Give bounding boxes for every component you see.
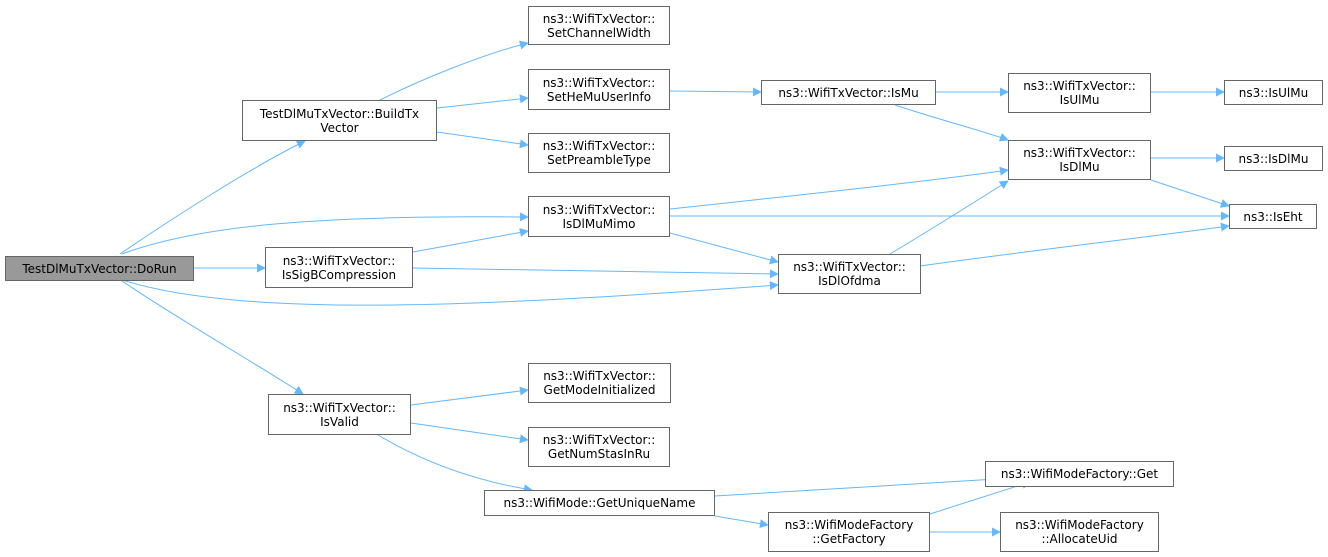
node-label-line: IsSigBCompression	[281, 267, 397, 282]
node-wifitxvector-setchannelwidth[interactable]: ns3::WifiTxVector::SetChannelWidth	[528, 6, 670, 45]
call-edge	[669, 232, 779, 265]
node-wifitxvector-getmodeinitialized[interactable]: ns3::WifiTxVector::GetModeInitialized	[528, 363, 671, 403]
call-edge	[379, 40, 529, 101]
node-wifitxvector-isdlofdma[interactable]: ns3::WifiTxVector::IsDlOfdma	[778, 254, 921, 294]
call-edge	[889, 180, 1009, 255]
node-wifitxvector-ismu[interactable]: ns3::WifiTxVector::IsMu	[761, 80, 936, 105]
node-wifitxvector-sethemuuserinfo[interactable]: ns3::WifiTxVector::SetHeMuUserInfo	[528, 69, 670, 110]
node-label-line: ns3::WifiTxVector::	[542, 433, 656, 447]
node-label-line: ns3::WifiTxVector::	[282, 253, 396, 268]
call-edge	[929, 480, 1031, 515]
node-wifimodefactory-allocateuid[interactable]: ns3::WifiModeFactory::AllocateUid	[1000, 512, 1159, 552]
call-edge	[714, 472, 1031, 497]
node-label-line: TestDlMuTxVector::DoRun	[22, 261, 177, 276]
node-ns3-isulmu[interactable]: ns3::IsUlMu	[1224, 80, 1323, 105]
node-label-line: SetPreambleType	[547, 153, 651, 167]
node-label-line: SetHeMuUserInfo	[546, 89, 652, 104]
node-label-line: TestDlMuTxVector::BuildTx	[259, 106, 420, 121]
node-label-line: ::AllocateUid	[1041, 532, 1118, 546]
node-label-line: ns3::IsDlMu	[1238, 151, 1309, 166]
node-label-line: ns3::WifiTxVector::IsMu	[778, 85, 919, 100]
node-label-line: SetChannelWidth	[547, 25, 651, 40]
node-wifitxvector-issigbcompression[interactable]: ns3::WifiTxVector::IsSigBCompression	[265, 247, 413, 288]
node-label-line: Vector	[320, 120, 359, 135]
node-label-line: ns3::WifiTxVector::	[283, 400, 396, 415]
node-wifitxvector-getnumstasinru[interactable]: ns3::WifiTxVector::GetNumStasInRu	[528, 427, 670, 467]
node-label-line: ns3::IsUlMu	[1238, 85, 1309, 100]
node-label-line: ns3::IsEht	[1243, 209, 1303, 224]
call-edge	[436, 94, 529, 109]
node-wifitxvector-isvalid[interactable]: ns3::WifiTxVector::IsValid	[268, 394, 411, 435]
node-label-line: IsUlMu	[1059, 93, 1100, 107]
node-wifitxvector-setpreambletype[interactable]: ns3::WifiTxVector::SetPreambleType	[528, 133, 670, 173]
call-edge	[412, 267, 779, 279]
call-edge	[412, 228, 529, 253]
node-label-line: ns3::WifiMode::GetUniqueName	[503, 496, 696, 510]
node-label-line: ns3::WifiTxVector::	[542, 202, 656, 217]
node-label-line: ns3::WifiTxVector::	[543, 369, 656, 383]
node-label-line: GetModeInitialized	[543, 383, 656, 397]
node-label-line: IsDlMu	[1059, 160, 1100, 174]
node-label-line: IsDlMuMimo	[562, 216, 636, 231]
node-label-line: ns3::WifiTxVector::	[542, 11, 656, 26]
call-edges	[119, 40, 1230, 537]
node-ns3-isdlmu[interactable]: ns3::IsDlMu	[1224, 146, 1323, 171]
node-label-line: ns3::WifiTxVector::	[1023, 79, 1136, 93]
call-edge	[410, 422, 529, 444]
call-edge	[436, 131, 529, 149]
node-label-line: ns3::WifiModeFactory	[784, 518, 914, 532]
node-label-line: ns3::WifiTxVector::	[542, 75, 656, 90]
node-label-line: ::GetFactory	[812, 532, 886, 546]
call-edge	[121, 280, 304, 395]
node-wifimode-getuniquename[interactable]: ns3::WifiMode::GetUniqueName	[484, 490, 715, 516]
node-wifitxvector-isulmu[interactable]: ns3::WifiTxVector::IsUlMu	[1008, 73, 1151, 113]
node-testdlmutxvector-dorun: TestDlMuTxVector::DoRun	[5, 256, 194, 281]
call-edge	[919, 222, 1230, 267]
node-wifitxvector-isdlmu[interactable]: ns3::WifiTxVector::IsDlMu	[1008, 140, 1151, 180]
call-edge	[121, 279, 779, 306]
node-label-line: ns3::WifiModeFactory::Get	[1000, 467, 1159, 481]
node-wifimodefactory-get[interactable]: ns3::WifiModeFactory::Get	[985, 461, 1174, 487]
node-wifimodefactory-getfactory[interactable]: ns3::WifiModeFactory::GetFactory	[768, 512, 930, 552]
node-ns3-iseht[interactable]: ns3::IsEht	[1229, 204, 1317, 229]
node-label-line: IsValid	[320, 414, 359, 429]
call-edge	[1150, 179, 1230, 208]
node-wifitxvector-isdlmumimo[interactable]: ns3::WifiTxVector::IsDlMuMimo	[528, 196, 670, 237]
node-label-line: IsDlOfdma	[818, 274, 881, 288]
call-edge	[121, 212, 529, 255]
call-edge	[377, 434, 533, 494]
call-edge	[669, 87, 762, 97]
node-label-line: ns3::WifiTxVector::	[793, 260, 906, 274]
node-label-line: ns3::WifiTxVector::	[542, 139, 656, 153]
node-label-line: ns3::WifiModeFactory	[1015, 518, 1144, 532]
call-edge	[669, 166, 1009, 210]
node-label-line: GetNumStasInRu	[547, 447, 651, 461]
node-label-line: ns3::WifiTxVector::	[1023, 146, 1136, 160]
call-edge	[894, 104, 1009, 142]
call-edge	[714, 515, 769, 529]
call-edge	[410, 386, 529, 406]
call-edge	[119, 140, 306, 255]
